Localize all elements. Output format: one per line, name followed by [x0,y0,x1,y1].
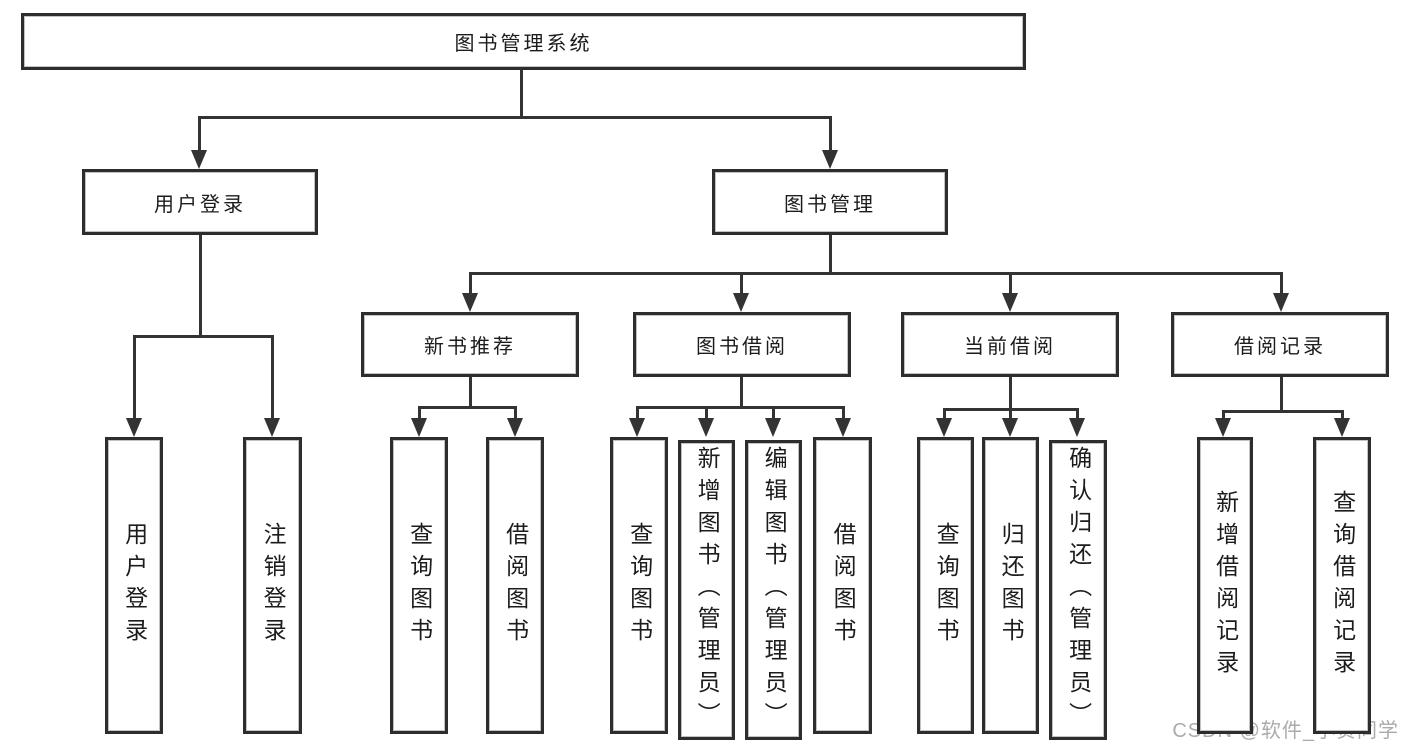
arrowhead-down-icon [411,418,427,437]
connector-drop-book-mgmt [468,272,472,297]
arrowhead-down-icon [629,418,645,437]
connector-drop-borrow-records [1340,410,1344,422]
node-cu-return: 归还图书 [982,437,1039,734]
node-user-login: 用户登录 [82,169,318,235]
connector-rail-borrow-records [1221,410,1344,413]
node-label-nb-borrow: 借阅图书 [502,521,529,650]
node-nb-query: 查询图书 [390,437,448,734]
arrowhead-down-icon [765,418,781,437]
connector-drop-new-books [513,406,517,422]
connector-stub-borrow-records [1279,377,1283,413]
connector-rail-book-borrow [635,406,845,409]
node-label-current-borrow: 当前借阅 [964,336,1056,358]
connector-rail-user-login [132,335,274,338]
arrowhead-down-icon [507,418,523,437]
node-label-nb-query: 查询图书 [406,521,433,650]
connector-drop-current-borrow [1008,408,1012,422]
arrowhead-down-icon [1215,418,1231,437]
node-label-login-action: 用户登录 [121,521,148,650]
connector-stub-book-mgmt [828,235,832,275]
arrowhead-down-icon [698,418,714,437]
connector-rail-root [197,116,832,119]
connector-drop-borrow-records [1221,410,1225,422]
connector-drop-user-login [270,335,274,422]
node-borrow-records: 借阅记录 [1171,312,1389,377]
connector-stub-root [519,70,523,118]
node-label-bw-edit: 编辑图书（管理员） [761,446,788,734]
node-book-mgmt: 图书管理 [712,169,948,235]
connector-drop-book-mgmt [1279,272,1283,297]
connector-drop-book-mgmt [1008,272,1012,297]
connector-drop-book-mgmt [739,272,743,297]
connector-stub-book-borrow [739,377,743,409]
node-label-borrow-records: 借阅记录 [1234,336,1326,358]
connector-drop-book-borrow [771,406,775,422]
connector-stub-new-books [468,377,472,409]
node-rc-add: 新增借阅记录 [1197,437,1253,734]
connector-drop-book-borrow [841,406,845,422]
node-cu-confirm: 确认归还（管理员） [1049,440,1107,740]
node-label-cu-return: 归还图书 [998,521,1025,650]
node-nb-borrow: 借阅图书 [486,437,544,734]
node-label-book-borrow: 图书借阅 [696,336,788,358]
arrowhead-down-icon [835,418,851,437]
node-bw-add: 新增图书（管理员） [678,440,735,740]
arrowhead-down-icon [1069,418,1085,437]
node-bw-query: 查询图书 [610,437,668,734]
node-bw-edit: 编辑图书（管理员） [745,440,802,740]
connector-drop-root [197,116,201,154]
connector-drop-current-borrow [942,408,946,422]
connector-stub-current-borrow [1008,377,1012,411]
connector-rail-new-books [417,406,517,409]
node-label-root: 图书管理系统 [454,33,593,55]
node-label-user-login: 用户登录 [154,193,246,216]
node-label-cu-confirm: 确认归还（管理员） [1065,446,1092,734]
connector-drop-new-books [417,406,421,422]
node-current-borrow: 当前借阅 [901,312,1119,377]
node-label-book-mgmt: 图书管理 [784,193,876,216]
arrowhead-down-icon [733,293,749,312]
node-logout-action: 注销登录 [243,437,302,734]
arrowhead-down-icon [462,293,478,312]
connector-drop-root [828,116,832,154]
connector-rail-book-mgmt [468,272,1283,275]
node-bw-borrow: 借阅图书 [813,437,872,734]
node-rc-query: 查询借阅记录 [1313,437,1371,734]
node-login-action: 用户登录 [105,437,163,734]
arrowhead-down-icon [191,150,207,169]
arrowhead-down-icon [126,418,142,437]
node-book-borrow: 图书借阅 [633,312,851,377]
connector-drop-book-borrow [704,406,708,422]
node-label-bw-add: 新增图书（管理员） [694,446,721,734]
connector-drop-book-borrow [635,406,639,422]
connector-drop-user-login [132,335,136,422]
node-label-bw-borrow: 借阅图书 [830,521,857,650]
arrowhead-down-icon [1002,418,1018,437]
connector-drop-current-borrow [1075,408,1079,422]
node-label-logout-action: 注销登录 [260,521,287,650]
arrowhead-down-icon [936,418,952,437]
node-label-cu-query: 查询图书 [933,521,960,650]
connector-stub-user-login [198,235,202,338]
node-root: 图书管理系统 [21,13,1026,70]
arrowhead-down-icon [1334,418,1350,437]
node-label-rc-add: 新增借阅记录 [1212,489,1239,682]
arrowhead-down-icon [1002,293,1018,312]
node-label-bw-query: 查询图书 [626,521,653,650]
node-cu-query: 查询图书 [917,437,974,734]
arrowhead-down-icon [264,418,280,437]
arrowhead-down-icon [822,150,838,169]
node-label-rc-query: 查询借阅记录 [1329,489,1356,682]
node-new-books: 新书推荐 [361,312,579,377]
arrowhead-down-icon [1273,293,1289,312]
node-label-new-books: 新书推荐 [424,336,516,358]
